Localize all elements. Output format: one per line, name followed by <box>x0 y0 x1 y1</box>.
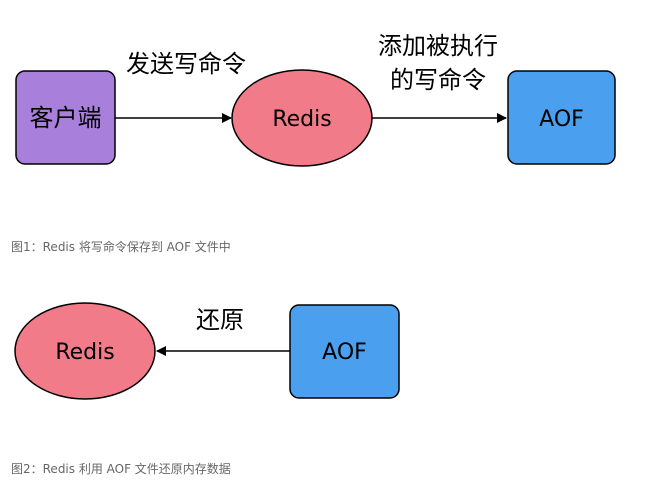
aof-node <box>507 70 616 165</box>
arrow2-label-line1: 添加被执行 <box>378 32 498 60</box>
redis-node-2 <box>14 302 156 400</box>
aof-node-2 <box>289 304 400 399</box>
arrow2-label-line2: 的写命令 <box>390 66 486 94</box>
figure-1-caption: 图1：Redis 将写命令保存到 AOF 文件中 <box>11 240 231 254</box>
figure-2: Redis 还原 AOF <box>14 302 400 400</box>
arrow-restore-label: 还原 <box>196 306 244 334</box>
aof-label-2: AOF <box>322 340 367 365</box>
aof-label: AOF <box>539 107 584 132</box>
client-label: 客户端 <box>30 104 102 132</box>
figure-1: 客户端 发送写命令 Redis 添加被执行 的写命令 AOF <box>15 32 616 167</box>
redis-label-2: Redis <box>55 340 114 365</box>
figure-2-caption: 图2：Redis 利用 AOF 文件还原内存数据 <box>11 462 231 476</box>
redis-label: Redis <box>272 107 331 132</box>
arrow1-label: 发送写命令 <box>126 50 246 78</box>
